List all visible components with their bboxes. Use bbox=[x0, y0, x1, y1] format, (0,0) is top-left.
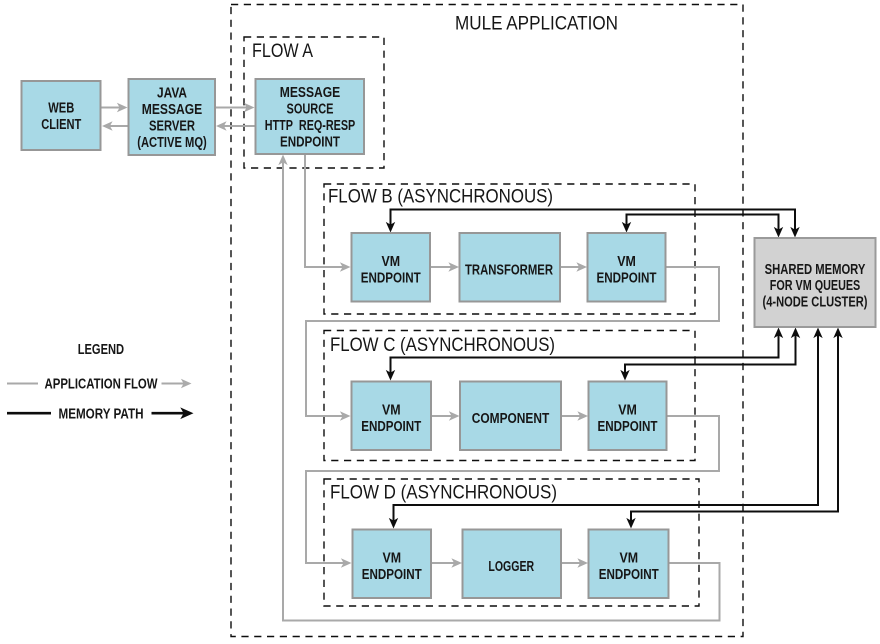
svg-text:VM: VM bbox=[382, 550, 401, 567]
svg-text:LEGEND: LEGEND bbox=[78, 341, 124, 358]
svg-text:ENDPOINT: ENDPOINT bbox=[280, 134, 341, 151]
svg-text:ENDPOINT: ENDPOINT bbox=[598, 418, 659, 435]
svg-text:LOGGER: LOGGER bbox=[488, 558, 534, 575]
svg-text:JAVA: JAVA bbox=[157, 85, 187, 102]
svg-text:SOURCE: SOURCE bbox=[287, 101, 334, 118]
svg-text:MEMORY PATH: MEMORY PATH bbox=[59, 406, 144, 423]
svg-text:TRANSFORMER: TRANSFORMER bbox=[465, 261, 553, 278]
svg-text:VM: VM bbox=[619, 550, 638, 567]
svg-text:WEB: WEB bbox=[48, 100, 74, 117]
svg-text:FLOW D (ASYNCHRONOUS): FLOW D (ASYNCHRONOUS) bbox=[330, 482, 557, 504]
svg-text:ENDPOINT: ENDPOINT bbox=[361, 418, 422, 435]
svg-text:FLOW A: FLOW A bbox=[252, 40, 314, 62]
svg-text:APPLICATION FLOW: APPLICATION FLOW bbox=[45, 376, 158, 393]
svg-text:(ACTIVE MQ): (ACTIVE MQ) bbox=[137, 134, 207, 151]
svg-text:FLOW B (ASYNCHRONOUS): FLOW B (ASYNCHRONOUS) bbox=[328, 186, 553, 208]
svg-text:MESSAGE: MESSAGE bbox=[280, 84, 341, 101]
svg-text:VM: VM bbox=[617, 253, 636, 270]
svg-text:HTTP REQ-RESP: HTTP REQ-RESP bbox=[265, 117, 356, 134]
svg-text:CLIENT: CLIENT bbox=[41, 116, 82, 133]
svg-text:VM: VM bbox=[382, 402, 401, 419]
svg-text:MULE APPLICATION: MULE APPLICATION bbox=[455, 13, 618, 35]
svg-text:FOR VM QUEUES: FOR VM QUEUES bbox=[770, 277, 861, 294]
svg-text:ENDPOINT: ENDPOINT bbox=[597, 269, 658, 286]
svg-text:ENDPOINT: ENDPOINT bbox=[599, 566, 660, 583]
svg-text:FLOW C (ASYNCHRONOUS): FLOW C (ASYNCHRONOUS) bbox=[330, 334, 555, 356]
svg-text:SHARED MEMORY: SHARED MEMORY bbox=[765, 261, 866, 278]
svg-text:SERVER: SERVER bbox=[149, 118, 195, 135]
svg-text:VM: VM bbox=[381, 253, 400, 270]
svg-text:MESSAGE: MESSAGE bbox=[142, 101, 203, 118]
svg-text:ENDPOINT: ENDPOINT bbox=[361, 269, 422, 286]
svg-text:COMPONENT: COMPONENT bbox=[472, 410, 550, 427]
svg-text:VM: VM bbox=[618, 402, 637, 419]
svg-text:ENDPOINT: ENDPOINT bbox=[362, 566, 423, 583]
svg-text:(4-NODE CLUSTER): (4-NODE CLUSTER) bbox=[763, 294, 868, 311]
